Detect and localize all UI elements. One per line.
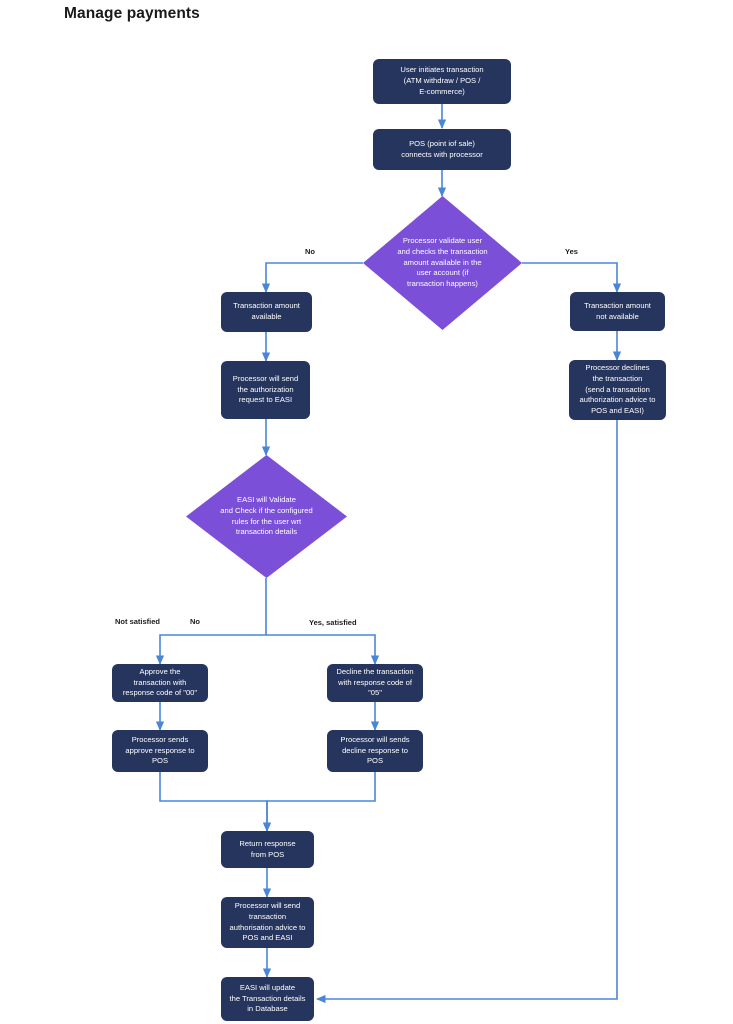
edge-d2-n7 — [155, 578, 267, 665]
edge-n9-n11 — [159, 772, 272, 832]
node-pos-connects-processor[interactable]: POS (point iof sale) connects with proce… — [373, 129, 511, 170]
edge-label-no-left: No — [305, 247, 315, 256]
node-label: Processor will send the authorization re… — [232, 373, 299, 405]
node-label: Processor declines the transaction (send… — [579, 363, 656, 416]
edge-d1-n4 — [522, 262, 622, 293]
node-return-response-from-pos[interactable]: Return response from POS — [221, 831, 314, 868]
node-approve-transaction-code-00[interactable]: Approve the transaction with response co… — [112, 664, 208, 702]
edge-d2-n8 — [266, 634, 380, 665]
node-label: Transaction amount not available — [584, 300, 651, 321]
node-label: EASI will Validate and Check if the conf… — [220, 494, 313, 537]
node-decision-processor-validate-user[interactable]: Processor validate user and checks the t… — [363, 196, 522, 330]
edge-d1-n3 — [261, 262, 363, 293]
node-processor-sends-decline-response[interactable]: Processor will sends decline response to… — [327, 730, 423, 772]
node-label: POS (point iof sale) connects with proce… — [401, 138, 483, 159]
node-label: Processor will send transaction authoris… — [229, 900, 306, 943]
node-label: User initiates transaction (ATM withdraw… — [400, 65, 484, 96]
page-title: Manage payments — [64, 5, 200, 22]
edge-n10-n11 — [262, 772, 376, 832]
edge-n6-n13 — [316, 420, 618, 1004]
node-label: Processor will sends decline response to… — [340, 734, 410, 766]
node-transaction-amount-not-available[interactable]: Transaction amount not available — [570, 292, 665, 331]
node-processor-sends-approve-response[interactable]: Processor sends approve response to POS — [112, 730, 208, 772]
node-processor-sends-authorization-request[interactable]: Processor will send the authorization re… — [221, 361, 310, 419]
node-label: Decline the transaction with response co… — [336, 666, 414, 698]
edge-label-not-satisfied: Not satisfied — [115, 617, 161, 626]
node-label: Transaction amount available — [233, 301, 300, 321]
node-label: Approve the transaction with response co… — [122, 666, 198, 698]
node-transaction-amount-available[interactable]: Transaction amount available — [221, 292, 312, 332]
edge-label-no-mid: No — [190, 617, 200, 626]
node-easi-updates-database[interactable]: EASI will update the Transaction details… — [221, 977, 314, 1021]
edge-label-yes-right: Yes — [565, 247, 578, 256]
node-label: Processor sends approve response to POS — [125, 734, 195, 766]
node-label: Return response from POS — [239, 838, 296, 859]
node-decision-easi-validate-rules[interactable]: EASI will Validate and Check if the conf… — [186, 455, 347, 578]
edge-label-yes-satisfied: Yes, satisfied — [309, 618, 357, 627]
node-decline-transaction-code-05[interactable]: Decline the transaction with response co… — [327, 664, 423, 702]
node-processor-declines-transaction[interactable]: Processor declines the transaction (send… — [569, 360, 666, 420]
node-label: Processor validate user and checks the t… — [397, 236, 488, 289]
node-user-initiates-transaction[interactable]: User initiates transaction (ATM withdraw… — [373, 59, 511, 104]
node-processor-sends-authorisation-advice[interactable]: Processor will send transaction authoris… — [221, 897, 314, 948]
node-label: EASI will update the Transaction details… — [229, 982, 306, 1014]
